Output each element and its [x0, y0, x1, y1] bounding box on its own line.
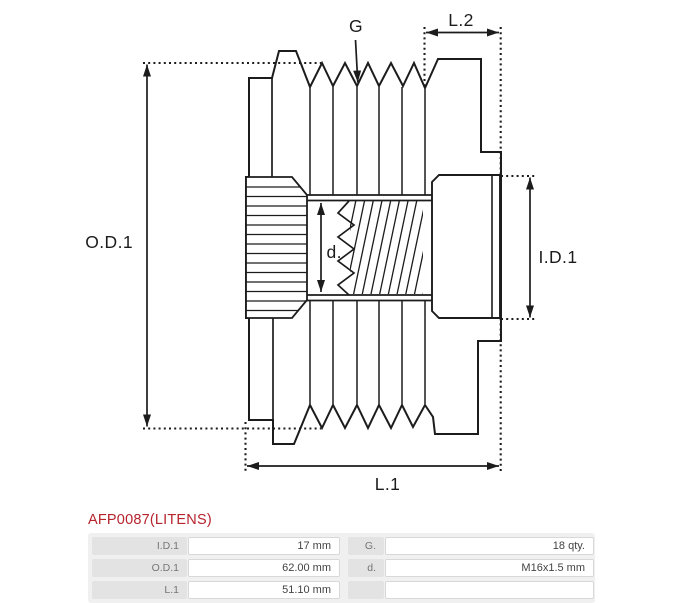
product-spec-block: AFP0087(LITENS) I.D.1 17 mm G. 18 qty. O… — [88, 510, 600, 603]
dim-label-l2: L.2 — [448, 10, 474, 30]
spec-value-l1: 51.10 mm — [188, 581, 340, 599]
dim-label-d: d. — [327, 242, 342, 262]
knurled-sleeve — [245, 176, 308, 319]
spec-column-gap — [341, 537, 347, 555]
dimension-annotations: O.D.1 G L.2 I.D.1 d. — [85, 10, 577, 494]
spec-value-g: 18 qty. — [385, 537, 594, 555]
groove-lines-lower — [309, 301, 426, 404]
dim-d: d. — [317, 203, 342, 292]
dim-l1: L.1 — [244, 422, 499, 494]
spec-label-d: d. — [348, 559, 384, 577]
spec-label-g: G. — [348, 537, 384, 555]
product-code-link[interactable]: AFP0087(LITENS) — [88, 512, 212, 528]
spec-column-gap — [341, 559, 347, 577]
threaded-bore — [307, 194, 432, 302]
dim-g: G — [349, 16, 363, 83]
dim-label-od1: O.D.1 — [85, 232, 133, 252]
spec-table: I.D.1 17 mm G. 18 qty. O.D.1 62.00 mm d.… — [88, 533, 595, 603]
technical-drawing: O.D.1 G L.2 I.D.1 d. — [85, 10, 577, 494]
spec-label-l1: L.1 — [92, 581, 187, 599]
spec-label-od1: O.D.1 — [92, 559, 187, 577]
dim-label-id1: I.D.1 — [539, 247, 578, 267]
spec-value-empty — [385, 581, 594, 599]
dim-l2: L.2 — [423, 10, 502, 471]
dim-id1: I.D.1 — [501, 174, 578, 321]
groove-lines-upper — [309, 87, 426, 195]
pulley-drawing-svg: O.D.1 G L.2 I.D.1 d. — [85, 10, 577, 494]
inner-race-cylinder — [431, 174, 501, 319]
spec-label-id1: I.D.1 — [92, 537, 187, 555]
spec-value-id1: 17 mm — [188, 537, 340, 555]
spec-value-d: M16x1.5 mm — [385, 559, 594, 577]
dim-label-g: G — [349, 16, 363, 36]
dim-od1: O.D.1 — [85, 61, 321, 430]
pulley-outline-group — [245, 50, 502, 445]
dim-label-l1: L.1 — [375, 474, 401, 494]
spec-value-od1: 62.00 mm — [188, 559, 340, 577]
spec-label-empty — [348, 581, 384, 599]
spec-column-gap — [341, 581, 347, 599]
